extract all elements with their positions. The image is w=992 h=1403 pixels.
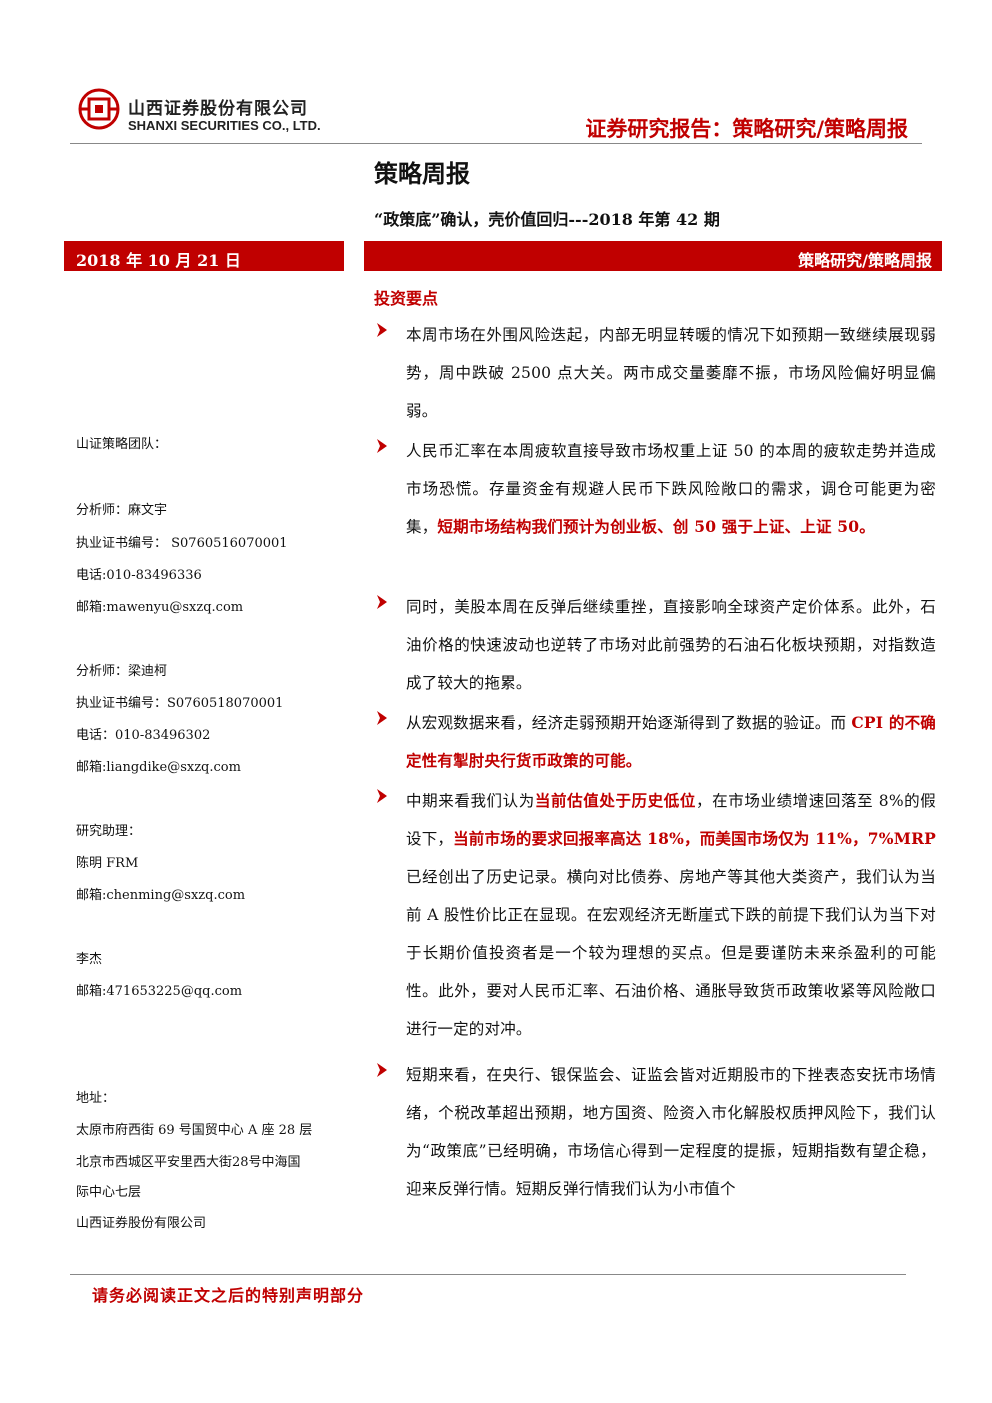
address-label: 地址： — [76, 1091, 116, 1106]
arrow-bullet-icon — [377, 595, 387, 609]
bullet-text-highlight: 短期市场结构我们预计为创业板、创 50 强于上证、上证 50。 — [437, 517, 875, 536]
list-item: 本周市场在外围风险迭起，内部无明显转暖的情况下如预期一致继续展现弱势，周中跌破 … — [374, 316, 936, 430]
list-item: 短期来看，在央行、银保监会、证监会皆对近期股市的下挫表态安抚市场情绪，个税改革超… — [374, 1056, 936, 1208]
report-date: 2018 年 10 月 21 日 — [76, 251, 241, 270]
assistant-name: 陈明 FRM — [76, 856, 139, 871]
footer-divider — [70, 1274, 906, 1275]
analyst-1-phone: 电话:010-83496336 — [76, 568, 202, 583]
bullet-text-normal: 从宏观数据来看，经济走弱预期开始逐渐得到了数据的验证。而 — [406, 714, 852, 732]
analyst-2-phone: 电话：010-83496302 — [76, 728, 211, 743]
assistant-email: 邮箱:chenming@sxzq.com — [76, 888, 246, 903]
bullet-text-normal: 已经创出了历史记录。横向对比债券、房地产等其他大类资产，我们认为当前 A 股性价… — [406, 868, 936, 1038]
analyst-2-name: 分析师：梁迪柯 — [76, 664, 168, 679]
bullet-text-highlight: 当前估值处于历史低位 — [534, 791, 697, 810]
analyst-1-name: 分析师：麻文宇 — [76, 503, 168, 518]
member-4-name: 李杰 — [76, 952, 103, 967]
report-category: 策略研究/策略周报 — [798, 251, 932, 270]
arrow-bullet-icon — [377, 789, 387, 803]
list-item: 人民币汇率在本周疲软直接导致市场权重上证 50 的本周的疲软走势并造成市场恐慌。… — [374, 432, 936, 546]
company-name-en: SHANXI SECURITIES CO., LTD. — [128, 118, 321, 133]
arrow-bullet-icon — [377, 1063, 387, 1077]
address-beijing-line2: 际中心七层 — [76, 1185, 142, 1200]
company-logo-icon — [78, 88, 120, 130]
bullet-text-highlight: 当前市场的要求回报率高达 18%，而美国市场仅为 11%，7%MRP — [453, 829, 937, 848]
list-item: 同时，美股本周在反弹后继续重挫，直接影响全球资产定价体系。此外，石油价格的快速波… — [374, 588, 936, 702]
bullet-text-normal: 人民币汇率在本周疲软直接导致市场权重上证 50 的本周的疲软走势并造成市场恐慌。… — [406, 442, 936, 536]
address-taiyuan: 太原市府西街 69 号国贸中心 A 座 28 层 — [76, 1123, 313, 1138]
report-type: 证券研究报告：策略研究/策略周报 — [585, 117, 908, 141]
address-beijing-line1: 北京市西城区平安里西大街28号中海国 — [76, 1155, 301, 1170]
document-title: 策略周报 — [374, 160, 470, 188]
list-item: 从宏观数据来看，经济走弱预期开始逐渐得到了数据的验证。而 CPI 的不确定性有掣… — [374, 704, 936, 780]
date-banner — [64, 241, 344, 271]
bullet-text: 短期来看，在央行、银保监会、证监会皆对近期股市的下挫表态安抚市场情绪，个税改革超… — [406, 1066, 936, 1198]
member-4-email: 邮箱:471653225@qq.com — [76, 984, 243, 999]
bullet-text: 同时，美股本周在反弹后继续重挫，直接影响全球资产定价体系。此外，石油价格的快速波… — [406, 598, 936, 692]
arrow-bullet-icon — [377, 439, 387, 453]
bullet-text: 从宏观数据来看，经济走弱预期开始逐渐得到了数据的验证。而 CPI 的不确定性有掣… — [406, 704, 936, 780]
analyst-1-cert: 执业证书编号： S0760516070001 — [76, 536, 288, 551]
disclaimer: 请务必阅读正文之后的特别声明部分 — [92, 1286, 365, 1305]
arrow-bullet-icon — [377, 323, 387, 337]
bullet-text-highlight: CPI 的不确定性有掣肘央行货币政策的可能。 — [406, 713, 936, 770]
bullet-text-normal: ，在市场业绩增速回落至 8%的假设下， — [406, 792, 936, 848]
bullet-text: 人民币汇率在本周疲软直接导致市场权重上证 50 的本周的疲软走势并造成市场恐慌。… — [406, 432, 936, 546]
header-divider — [70, 143, 922, 144]
analyst-2-email: 邮箱:liangdike@sxzq.com — [76, 760, 241, 775]
bullet-text: 中期来看我们认为当前估值处于历史低位，在市场业绩增速回落至 8%的假设下，当前市… — [406, 782, 936, 1048]
section-heading: 投资要点 — [374, 289, 439, 308]
arrow-bullet-icon — [377, 711, 387, 725]
bullet-text-normal: 中期来看我们认为 — [406, 792, 535, 810]
assistant-label: 研究助理： — [76, 824, 142, 839]
bullet-text: 本周市场在外围风险迭起，内部无明显转暖的情况下如预期一致继续展现弱势，周中跌破 … — [406, 326, 936, 420]
company-footer-name: 山西证券股份有限公司 — [76, 1216, 207, 1231]
company-name-cn: 山西证券股份有限公司 — [128, 99, 308, 119]
analyst-2-cert: 执业证书编号：S0760518070001 — [76, 696, 284, 711]
category-banner — [364, 241, 942, 271]
document-subtitle: “政策底”确认，壳价值回归---2018 年第 42 期 — [374, 210, 720, 229]
analyst-1-email: 邮箱:mawenyu@sxzq.com — [76, 600, 244, 615]
list-item: 中期来看我们认为当前估值处于历史低位，在市场业绩增速回落至 8%的假设下，当前市… — [374, 782, 936, 1048]
team-label: 山证策略团队： — [76, 437, 168, 452]
